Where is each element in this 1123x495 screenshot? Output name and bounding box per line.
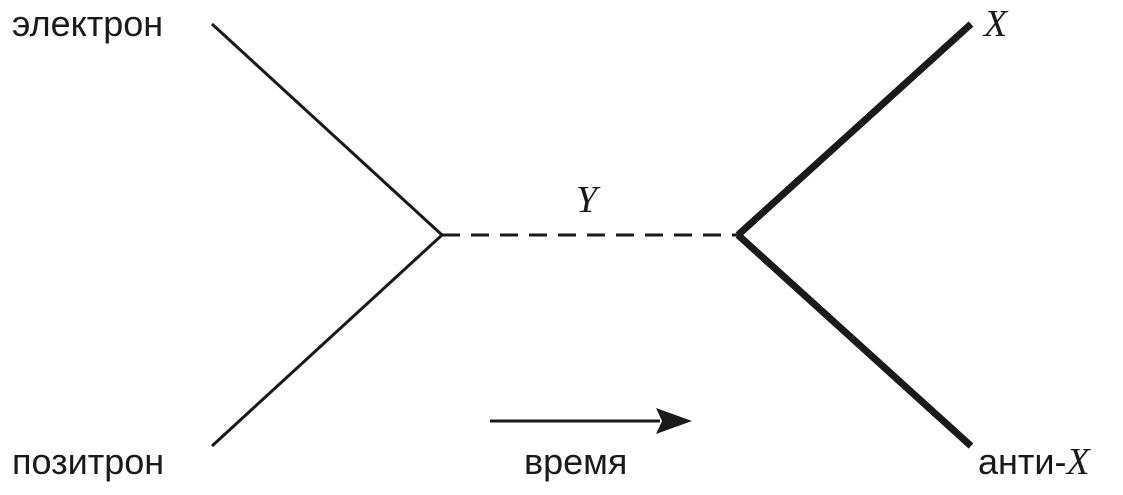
time-label: время <box>524 441 627 482</box>
x-line <box>735 21 974 238</box>
anti-x-symbol: X <box>1065 441 1092 483</box>
electron-line <box>210 22 444 237</box>
mediator-label: Y <box>576 179 601 221</box>
electron-label: электрон <box>12 3 163 44</box>
anti-x-label: анти-X <box>978 441 1092 483</box>
positron-label: позитрон <box>12 441 164 482</box>
time-arrow-head <box>656 408 692 434</box>
anti-prefix: анти- <box>978 441 1067 482</box>
positron-line <box>210 233 444 448</box>
x-label: X <box>982 3 1009 45</box>
anti-x-line <box>735 232 974 449</box>
